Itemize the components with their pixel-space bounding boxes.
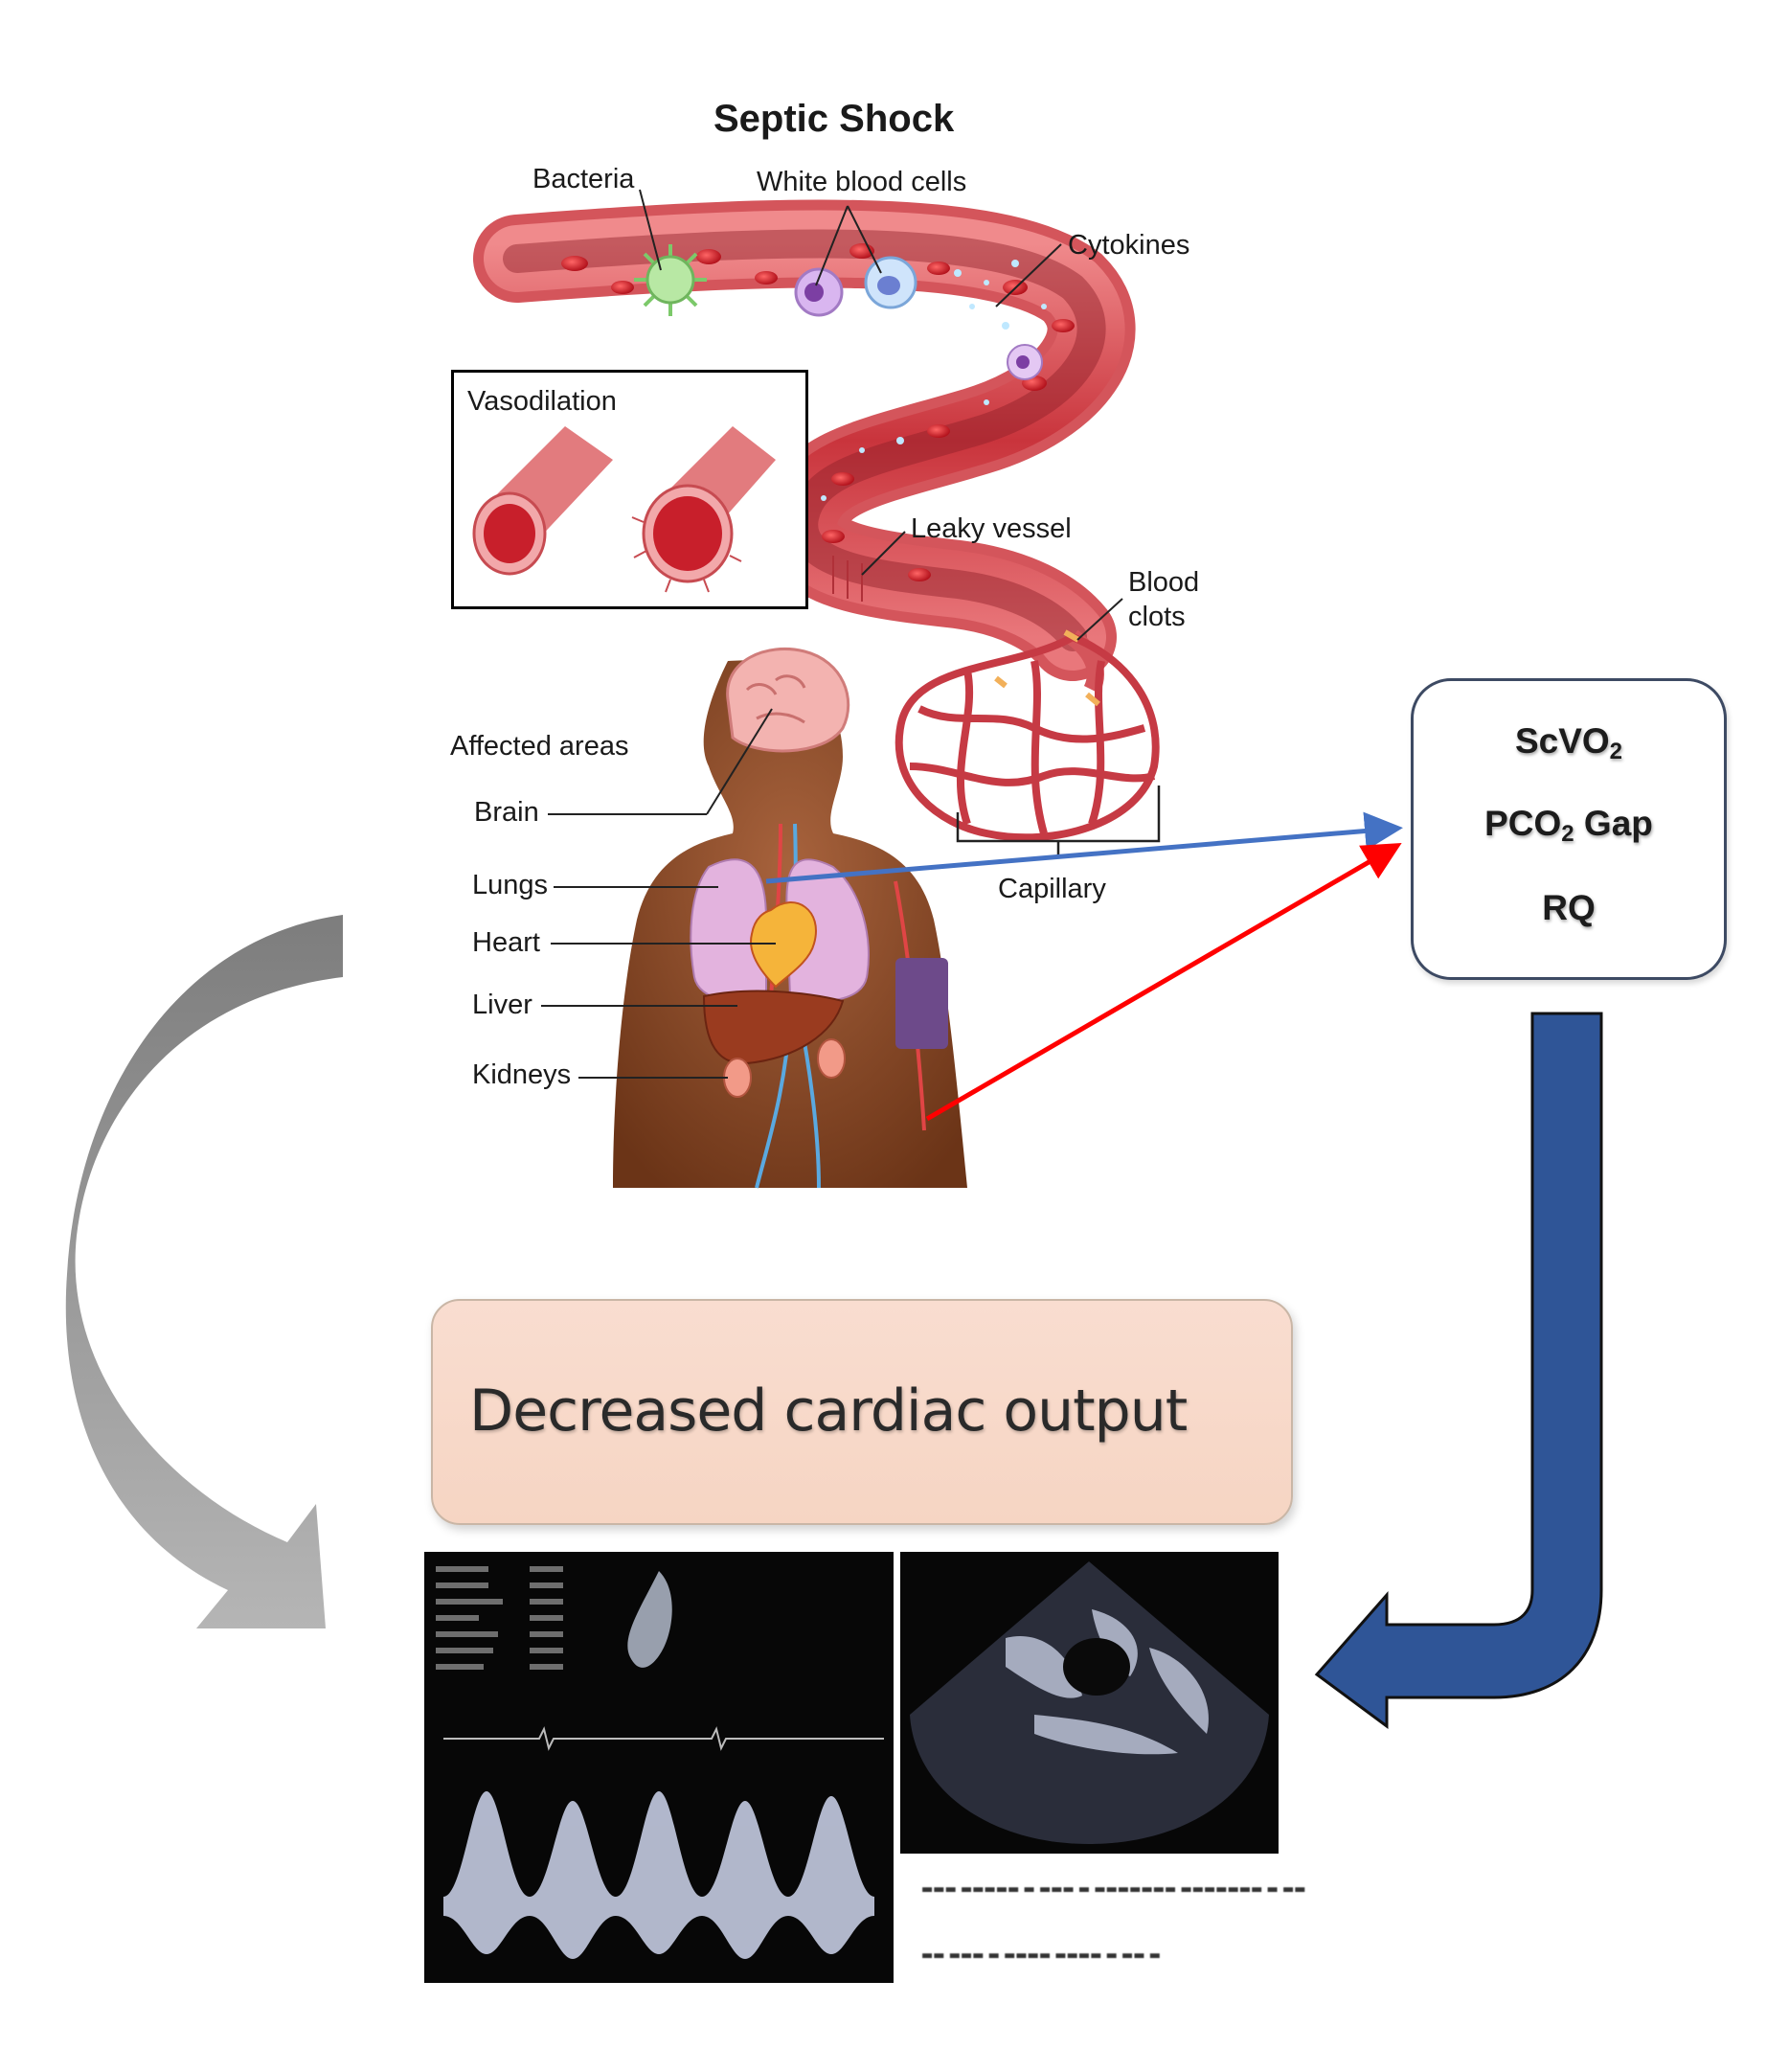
capillary-network [894, 633, 1160, 842]
leak-arrows [832, 556, 863, 602]
red-connector-arrow [925, 842, 1402, 1122]
label-bacteria: Bacteria [532, 164, 635, 194]
label-cytokines: Cytokines [1068, 230, 1190, 261]
formula-line-1: ▬▬▬ ▬▬▬▬▬ ▬ ▬▬▬ ▬ ▬▬▬▬▬▬▬ ▬▬▬▬▬▬▬ ▬ ▬▬ [921, 1882, 1306, 1897]
figure-title: Septic Shock [713, 98, 955, 140]
metrics-box: ScVO2 PCO2 Gap RQ [1411, 678, 1727, 980]
metric-pco2-gap: PCO2 Gap [1484, 804, 1653, 847]
white-blood-cell-icon [794, 256, 1043, 380]
brain-icon [726, 647, 850, 753]
lungs-icon [690, 858, 870, 1002]
liver-icon [702, 990, 845, 1065]
label-heart: Heart [472, 927, 540, 958]
heart-icon [750, 901, 817, 989]
blood-clot-marks [994, 629, 1100, 707]
label-leaky-vessel: Leaky vessel [911, 513, 1072, 544]
curved-arrow-icon [65, 915, 343, 1628]
vasodilation-title: Vasodilation [467, 386, 617, 417]
bacteria-icon [634, 244, 707, 316]
label-capillary: Capillary [998, 874, 1106, 904]
blue-connector-arrow [765, 811, 1403, 884]
label-lungs: Lungs [472, 870, 549, 900]
bp-cuff [895, 958, 948, 1049]
cardiac-output-label: Decreased cardiac output [469, 1378, 1188, 1445]
label-kidneys: Kidneys [472, 1059, 572, 1090]
capillary-bracket [956, 786, 1161, 857]
label-leaders [541, 189, 1123, 1079]
bent-arrow-icon [1314, 1012, 1603, 1729]
label-clots: clots [1128, 602, 1186, 632]
metric-scvo2: ScVO2 [1514, 721, 1623, 764]
label-liver: Liver [472, 990, 532, 1020]
echo-parasternal-image [900, 1552, 1279, 1854]
blood-vessel [473, 199, 1136, 694]
label-brain: Brain [474, 797, 539, 828]
formula-line-2: ▬▬ ▬▬▬ ▬ ▬▬▬▬ ▬▬▬▬ ▬ ▬▬ ▬ [921, 1948, 1162, 1963]
vasodilation-box: Vasodilation [451, 370, 808, 609]
echo-doppler-image [424, 1552, 894, 1983]
label-blood: Blood [1128, 567, 1200, 598]
label-white-blood-cells: White blood cells [757, 167, 967, 197]
metric-rq: RQ [1542, 888, 1596, 927]
kidneys-icon [723, 1038, 846, 1098]
human-torso [613, 647, 967, 1189]
label-affected-areas: Affected areas [450, 731, 629, 762]
cardiac-output-box: Decreased cardiac output [431, 1299, 1293, 1525]
